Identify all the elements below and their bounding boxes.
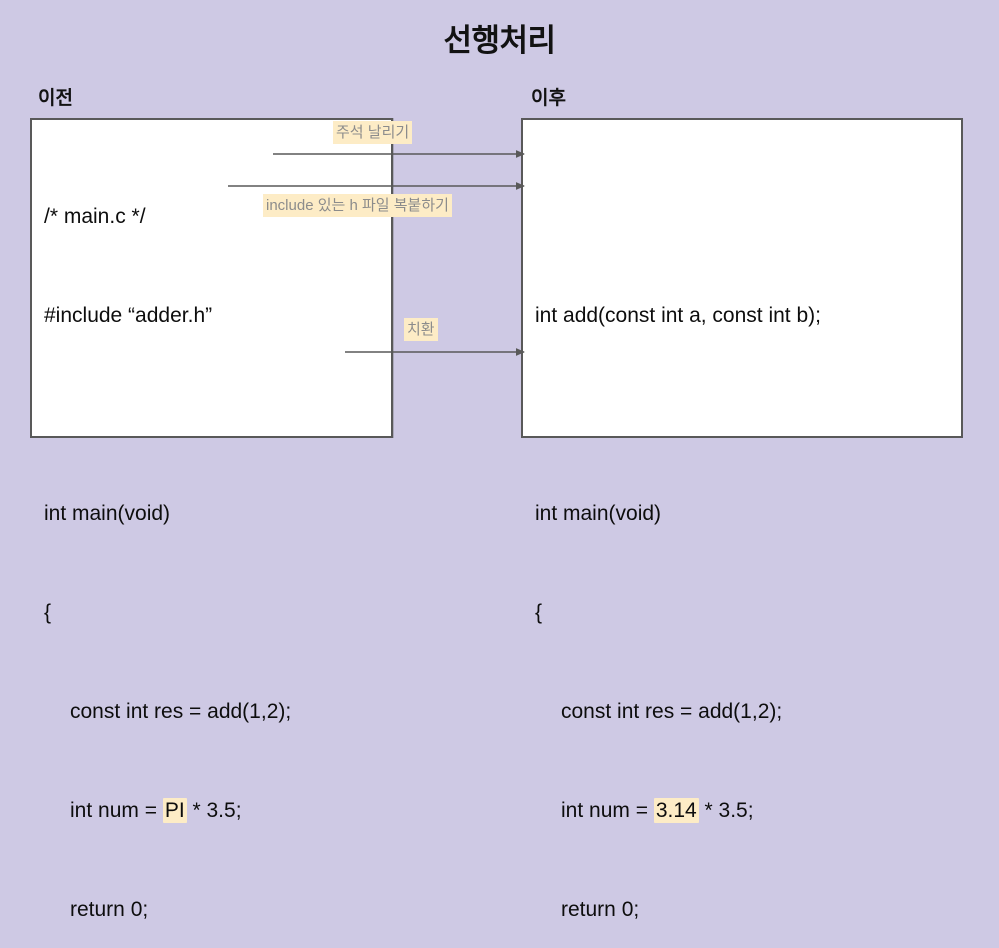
- after-column-caption: 이후: [531, 88, 566, 109]
- highlight-token-pi: PI: [162, 798, 187, 823]
- code-line-blank: [535, 200, 821, 233]
- annotation-paste-header: include 있는 h 파일 복붙하기: [263, 194, 452, 217]
- code-line: return 0;: [561, 898, 640, 921]
- slide-canvas: 선행처리 이전 이후 /* main.c */ #include “adder.…: [30, 23, 963, 921]
- code-line-highlighted: int num = PI * 3.5;: [44, 794, 291, 827]
- before-code-text: /* main.c */ #include “adder.h” int main…: [44, 134, 291, 948]
- code-line: /* main.c */: [44, 205, 146, 228]
- code-fragment: int num =: [70, 799, 163, 822]
- after-code-text: int add(const int a, const int b); int m…: [535, 134, 821, 948]
- code-line: const int res = add(1,2);: [70, 700, 292, 723]
- after-code-box: int add(const int a, const int b); int m…: [521, 118, 963, 921]
- before-code-box: /* main.c */ #include “adder.h” int main…: [30, 118, 393, 921]
- code-line: const int res = add(1,2);: [561, 700, 783, 723]
- code-line-blank: [44, 398, 291, 431]
- code-fragment: * 3.5;: [186, 799, 242, 822]
- code-fragment: int num =: [561, 799, 654, 822]
- code-line: int main(void): [44, 502, 171, 525]
- code-line: int add(const int a, const int b);: [535, 304, 821, 327]
- code-line: return 0;: [70, 898, 149, 921]
- code-line: #include “adder.h”: [44, 304, 213, 327]
- page-title: 선행처리: [443, 23, 556, 58]
- code-fragment: * 3.5;: [698, 799, 754, 822]
- code-line: {: [535, 601, 543, 624]
- code-line: {: [44, 601, 52, 624]
- code-line-blank: [535, 398, 821, 431]
- highlight-token-pi-value: 3.14: [653, 798, 699, 823]
- before-column-caption: 이전: [38, 88, 73, 109]
- annotation-substitute: 치환: [404, 318, 438, 341]
- code-line: int main(void): [535, 502, 662, 525]
- code-line-highlighted: int num = 3.14 * 3.5;: [535, 794, 821, 827]
- annotation-strip-comments: 주석 날리기: [333, 121, 413, 144]
